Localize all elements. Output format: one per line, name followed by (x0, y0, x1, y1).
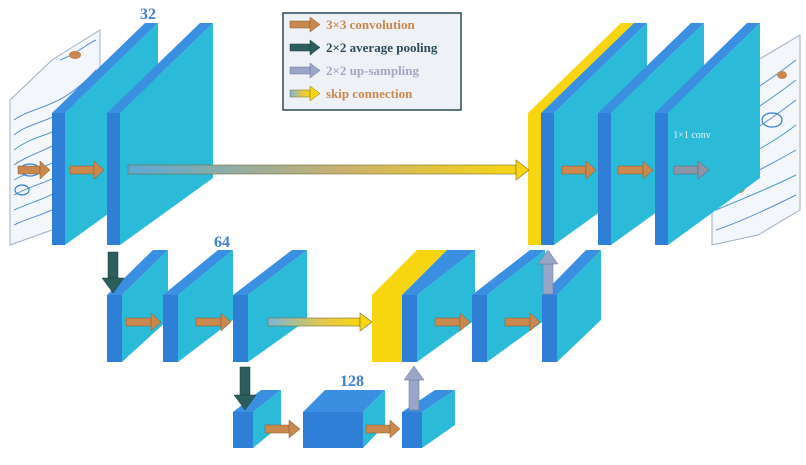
decoder-l2-concat-block (372, 250, 475, 362)
encoder-l2-block-2 (163, 250, 233, 362)
conv-arrow-icon (561, 160, 597, 180)
conv-arrow-icon (504, 312, 541, 332)
legend-label-pool: 2×2 average pooling (326, 40, 438, 55)
up-arrow-icon (403, 365, 425, 411)
conv-arrow-icon (289, 16, 321, 33)
conv-arrow-icon (17, 160, 51, 180)
conv-arrow-icon (617, 160, 654, 180)
conv-arrow-icon (125, 312, 162, 332)
legend-item-skip: skip connection (289, 85, 413, 102)
pool-arrow-icon (233, 366, 257, 411)
bottleneck-block-2 (303, 390, 385, 448)
legend: 3×3 convolution 2×2 average pooling 2×2 … (282, 12, 462, 111)
pool-arrow-icon (289, 39, 321, 56)
up-arrow-icon (537, 249, 559, 295)
skip-arrow-icon (289, 85, 321, 102)
skip-connection-l1 (127, 159, 530, 181)
output-conv-label: 1×1 conv (673, 130, 711, 141)
legend-label-upsample: 2×2 up-sampling (326, 63, 420, 78)
legend-item-conv: 3×3 convolution (289, 16, 415, 33)
decoder-l2-block-2 (472, 250, 545, 362)
pool-arrow-icon (101, 251, 125, 294)
channel-label-128: 128 (340, 373, 364, 390)
legend-label-skip: skip connection (326, 86, 413, 101)
decoder-l2-block-3 (542, 250, 601, 362)
up-arrow-icon (289, 62, 321, 79)
decoder-l1-block-3 (655, 23, 760, 245)
skip-connection-l2 (267, 312, 373, 332)
conv-arrow-icon (195, 312, 232, 332)
conv-arrow-icon (264, 419, 301, 439)
output-conv-arrow-icon (673, 160, 710, 180)
conv-arrow-icon (69, 160, 105, 180)
encoder-l2-block-1 (107, 250, 168, 362)
channel-label-32: 32 (140, 6, 156, 23)
encoder-l2-block-3 (233, 250, 307, 362)
channel-label-64: 64 (214, 234, 230, 251)
legend-label-conv: 3×3 convolution (326, 17, 415, 32)
conv-arrow-icon (434, 312, 471, 332)
encoder-l1-block-2 (107, 23, 213, 245)
legend-item-pool: 2×2 average pooling (289, 39, 438, 56)
legend-item-upsample: 2×2 up-sampling (289, 62, 420, 79)
conv-arrow-icon (365, 419, 401, 439)
